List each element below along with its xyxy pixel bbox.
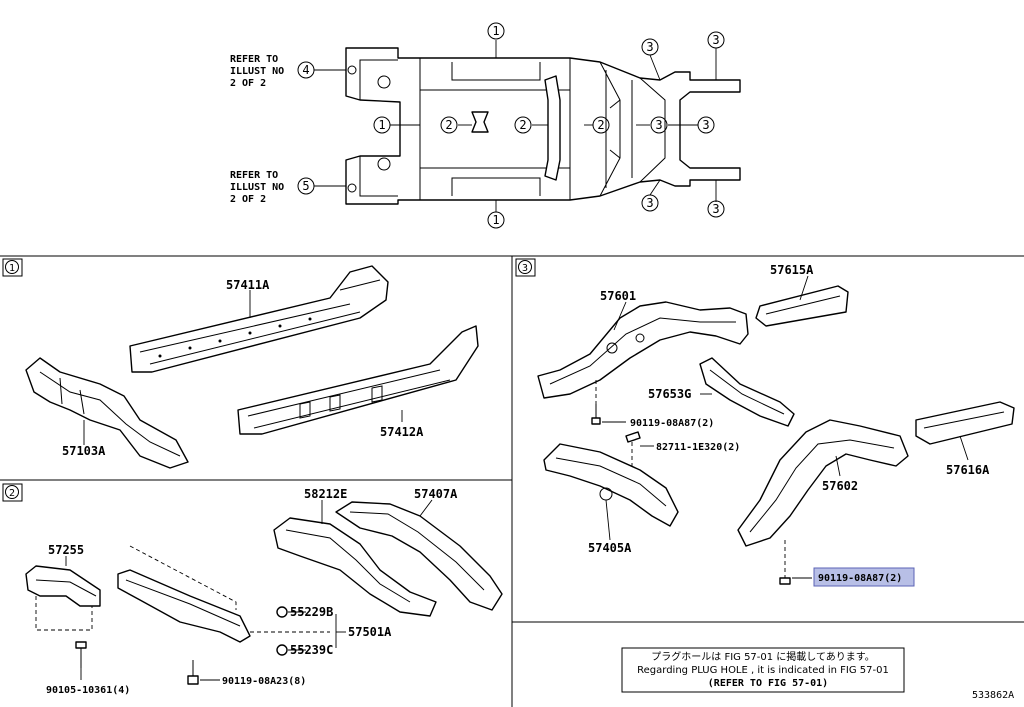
callout-2-c: 2 — [592, 116, 610, 134]
part-57615A-shape — [755, 285, 849, 327]
refer-bottom-line1: REFER TO — [230, 170, 278, 181]
part-57407A-shape — [335, 501, 503, 611]
label-55229B: 55229B — [290, 605, 333, 619]
section-1-marker: 1 — [5, 260, 19, 274]
section-2-marker: 2 — [5, 485, 19, 499]
part-57255-shape — [25, 565, 101, 607]
label-57255: 57255 — [48, 543, 84, 557]
callout-1-bottom: 1 — [487, 211, 505, 229]
svg-text:3: 3 — [646, 40, 653, 54]
svg-text:1: 1 — [492, 24, 499, 38]
part-57405A-shape — [543, 443, 679, 527]
callout-3-e: 3 — [641, 194, 659, 212]
svg-text:2: 2 — [597, 118, 604, 132]
label-57412A: 57412A — [380, 425, 424, 439]
svg-text:3: 3 — [646, 196, 653, 210]
label-90105-10361: 90105-10361(4) — [46, 685, 130, 696]
part-57411A-shape — [129, 265, 389, 373]
svg-text:3: 3 — [655, 118, 662, 132]
callout-1-top: 1 — [487, 22, 505, 40]
refer-bottom-line3: 2 OF 2 — [230, 194, 266, 205]
callout-2-b: 2 — [514, 116, 532, 134]
svg-text:1: 1 — [9, 263, 15, 274]
label-57602: 57602 — [822, 479, 858, 493]
label-57615A: 57615A — [770, 263, 814, 277]
svg-text:4: 4 — [302, 63, 309, 77]
svg-text:3: 3 — [522, 263, 528, 274]
callout-1-left: 1 — [373, 116, 391, 134]
callout-3-b: 3 — [697, 116, 715, 134]
callout-2-a: 2 — [440, 116, 458, 134]
label-57407A: 57407A — [414, 487, 458, 501]
overview-floor — [345, 47, 741, 205]
callout-4: 4 — [297, 61, 315, 79]
svg-text:3: 3 — [712, 202, 719, 216]
note-line-refer: (REFER TO FIG 57-01) — [708, 678, 828, 689]
label-57103A: 57103A — [62, 444, 106, 458]
refer-top-line1: REFER TO — [230, 54, 278, 65]
part-57501A-shape — [117, 569, 251, 643]
callout-3-a: 3 — [650, 116, 668, 134]
label-57616A: 57616A — [946, 463, 990, 477]
part-57601-shape — [537, 301, 749, 399]
svg-text:3: 3 — [702, 118, 709, 132]
callout-3-d: 3 — [707, 31, 725, 49]
part-57616A-shape — [915, 401, 1015, 445]
note-line-japanese: プラグホールは FIG 57-01 に掲載してあります。 — [651, 650, 874, 663]
part-57602-shape — [737, 419, 909, 547]
label-90119-08A87-upper: 90119-08A87(2) — [630, 418, 714, 429]
svg-text:2: 2 — [519, 118, 526, 132]
svg-text:3: 3 — [712, 33, 719, 47]
label-57653G: 57653G — [648, 387, 691, 401]
section-2: 57255 58212E 57407A 55229B 55239C 57501A… — [25, 487, 503, 696]
overview-callouts: 1 1 1 2 2 2 3 3 3 3 3 3 4 5 REFER TO ILL… — [230, 22, 725, 229]
label-90119-08A23: 90119-08A23(8) — [222, 676, 306, 687]
refer-bottom-line2: ILLUST NO — [230, 182, 284, 193]
label-55239C: 55239C — [290, 643, 333, 657]
section-3-marker: 3 — [518, 260, 532, 274]
svg-text:5: 5 — [302, 179, 309, 193]
callout-5: 5 — [297, 177, 315, 195]
part-57653G-shape — [699, 357, 795, 427]
label-82711-1E320: 82711-1E320(2) — [656, 442, 740, 453]
svg-text:2: 2 — [445, 118, 452, 132]
section-3: 57615A 57601 57653G 90119-08A87(2) 82711… — [537, 263, 1015, 587]
svg-text:2: 2 — [9, 488, 15, 499]
label-57601: 57601 — [600, 289, 636, 303]
figure-id: 533862A — [972, 690, 1014, 701]
callout-3-c: 3 — [641, 38, 659, 56]
part-58212E-shape — [273, 517, 437, 617]
part-57103A-shape — [25, 357, 189, 469]
label-57411A: 57411A — [226, 278, 270, 292]
callout-3-f: 3 — [707, 200, 725, 218]
note-box: プラグホールは FIG 57-01 に掲載してあります。 Regarding P… — [621, 647, 905, 693]
refer-top-line2: ILLUST NO — [230, 66, 284, 77]
svg-text:1: 1 — [492, 213, 499, 227]
refer-top-line3: 2 OF 2 — [230, 78, 266, 89]
label-90119-08A87-lower[interactable]: 90119-08A87(2) — [818, 573, 902, 584]
svg-text:1: 1 — [378, 118, 385, 132]
highlight-90119-08A87 — [813, 567, 915, 587]
label-58212E: 58212E — [304, 487, 347, 501]
part-57412A-shape — [237, 325, 479, 435]
label-57501A: 57501A — [348, 625, 392, 639]
note-line-english: Regarding PLUG HOLE , it is indicated in… — [637, 665, 889, 676]
section-frames: 1 2 3 — [0, 255, 1024, 707]
section-1: 57411A 57412A 57103A — [25, 265, 479, 469]
label-57405A: 57405A — [588, 541, 632, 555]
